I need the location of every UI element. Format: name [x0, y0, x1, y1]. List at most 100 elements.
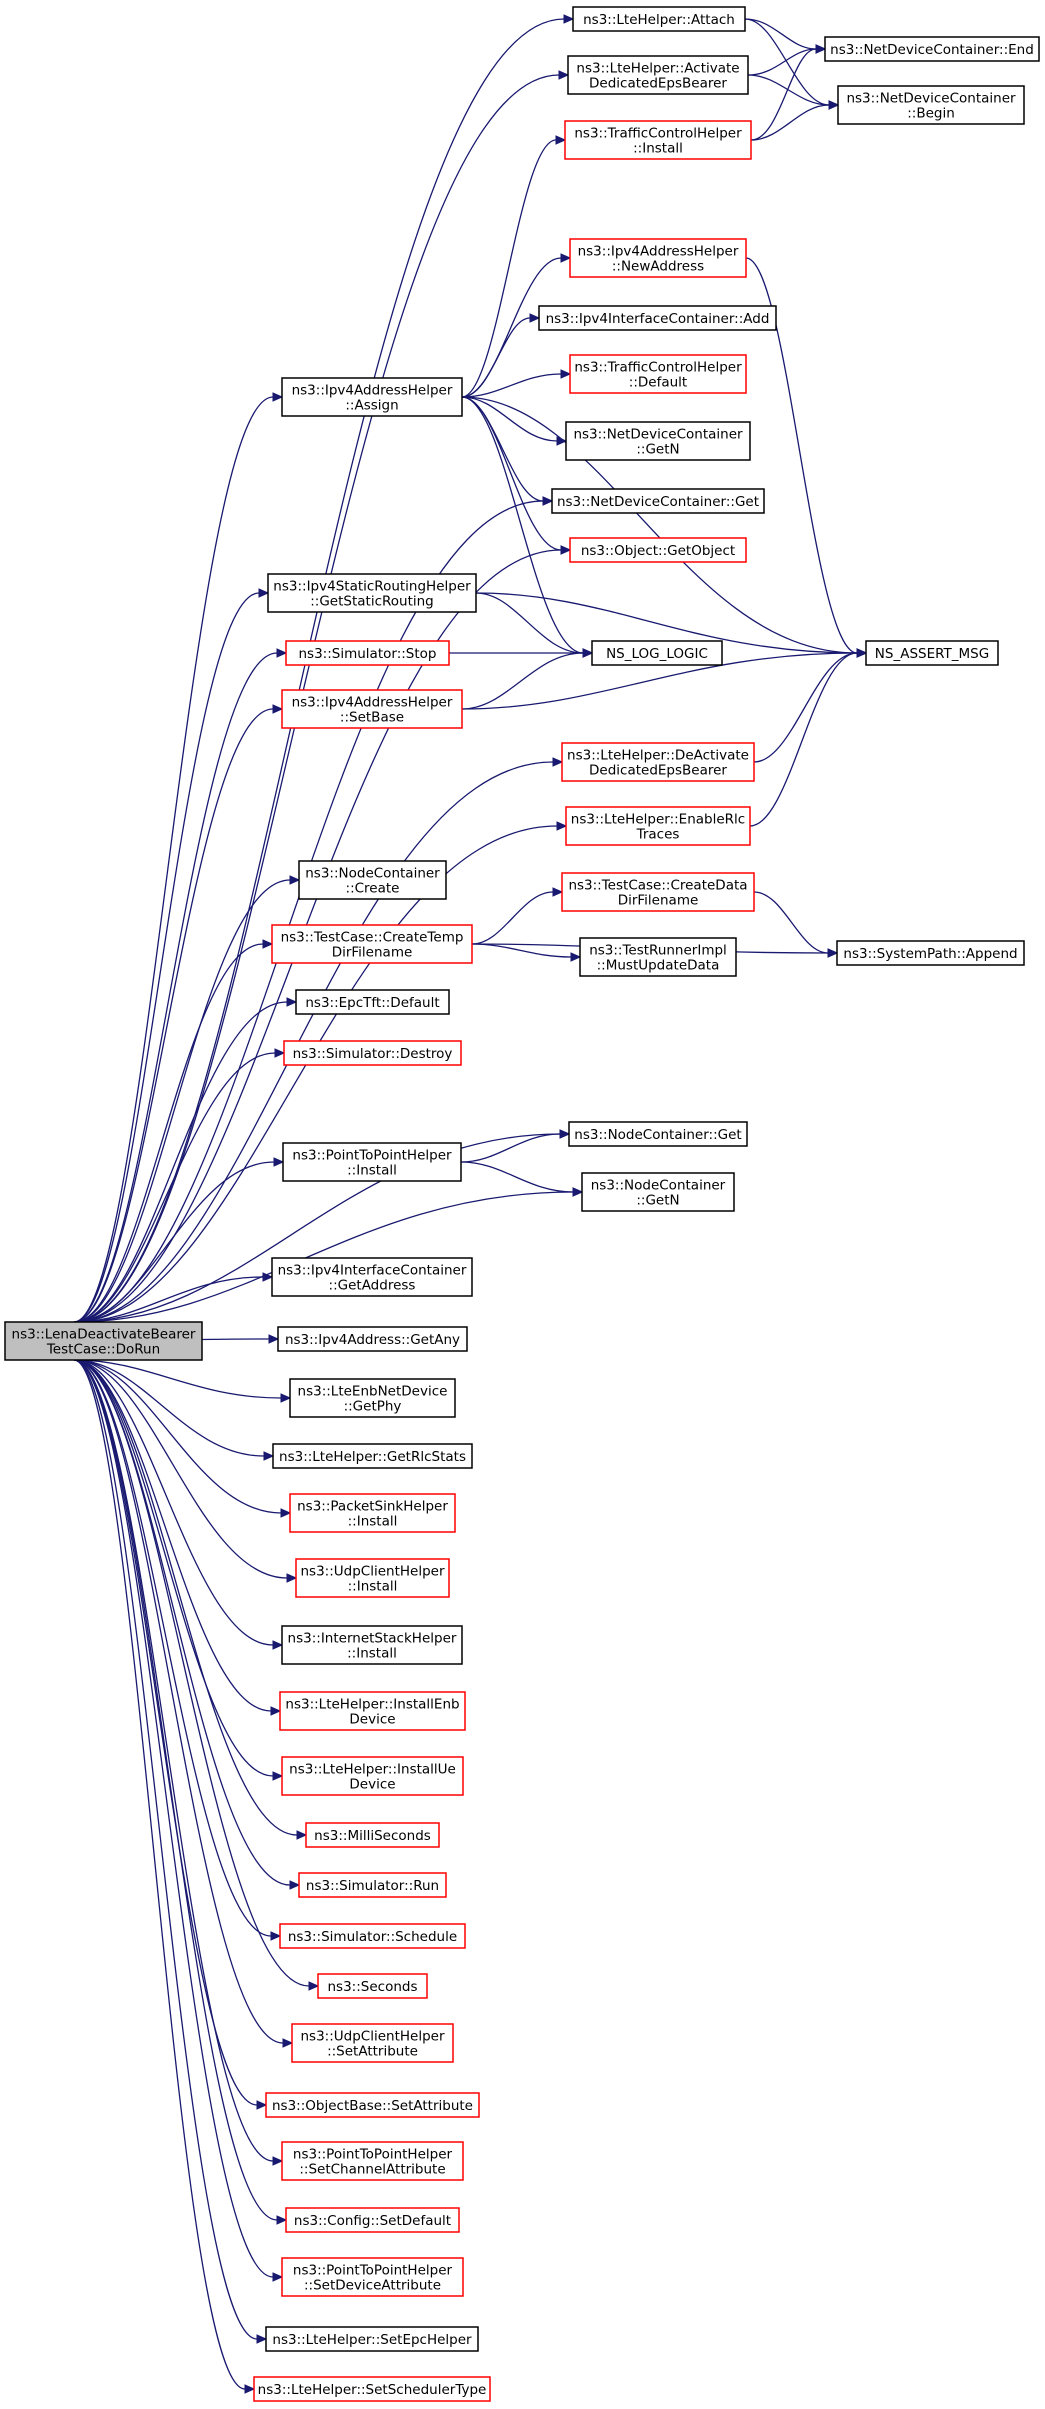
function-node-nc-get[interactable]: ns3::NodeContainer::Get — [568, 1121, 748, 1147]
function-node-nc-create[interactable]: ns3::NodeContainer::Create — [298, 860, 447, 900]
function-node-seconds[interactable]: ns3::Seconds — [317, 1973, 428, 1999]
call-edge-root-epctft_default — [73, 997, 298, 1323]
function-node-getphy[interactable]: ns3::LteEnbNetDevice::GetPhy — [289, 1378, 456, 1418]
function-node-setschedulertype[interactable]: ns3::LteHelper::SetSchedulerType — [253, 2376, 491, 2402]
function-node-sim-run[interactable]: ns3::Simulator::Run — [298, 1872, 447, 1898]
function-node-activate[interactable]: ns3::LteHelper::ActivateDedicatedEpsBear… — [567, 55, 749, 95]
function-node-ndc-getn[interactable]: ns3::NetDeviceContainer::GetN — [565, 421, 751, 461]
function-node-label: ::Install — [348, 1514, 398, 1530]
function-node-label: ns3::LteHelper::DeActivate — [567, 748, 749, 764]
function-node-attach[interactable]: ns3::LteHelper::Attach — [572, 6, 746, 32]
function-node-label: ns3::NodeContainer — [591, 1178, 726, 1194]
function-node-label: ns3::TrafficControlHelper — [574, 126, 742, 142]
function-node-label: ::Default — [629, 375, 687, 391]
function-node-tch-install[interactable]: ns3::TrafficControlHelper::Install — [564, 120, 752, 160]
function-node-label: ns3::Ipv4StaticRoutingHelper — [273, 579, 471, 595]
function-node-p2p-setchannel[interactable]: ns3::PointToPointHelper::SetChannelAttri… — [281, 2141, 464, 2181]
function-node-label: ns3::LteHelper::Activate — [576, 61, 739, 77]
function-node-nc-getn[interactable]: ns3::NodeContainer::GetN — [581, 1172, 735, 1212]
call-edge-ipv4_assign-getobject — [461, 396, 572, 555]
function-node-ndc-begin[interactable]: ns3::NetDeviceContainer::Begin — [837, 85, 1025, 125]
function-node-iic-add[interactable]: ns3::Ipv4InterfaceContainer::Add — [538, 305, 777, 331]
function-node-getobject[interactable]: ns3::Object::GetObject — [569, 537, 747, 563]
function-node-label: NS_ASSERT_MSG — [875, 646, 989, 662]
function-node-label: ns3::TrafficControlHelper — [574, 360, 742, 376]
function-node-log-logic[interactable]: NS_LOG_LOGIC — [591, 640, 723, 666]
function-node-sim-stop[interactable]: ns3::Simulator::Stop — [285, 640, 450, 666]
function-node-label: ns3::ObjectBase::SetAttribute — [272, 2098, 473, 2114]
function-node-uch-install[interactable]: ns3::UdpClientHelper::Install — [295, 1558, 450, 1598]
function-node-iic-getaddress[interactable]: ns3::Ipv4InterfaceContainer::GetAddress — [271, 1257, 473, 1297]
function-node-label: DedicatedEpsBearer — [589, 763, 727, 779]
function-node-ndc-end[interactable]: ns3::NetDeviceContainer::End — [824, 36, 1040, 62]
function-node-label: ::SetBase — [340, 710, 404, 726]
function-node-deactivate[interactable]: ns3::LteHelper::DeActivateDedicatedEpsBe… — [561, 742, 755, 782]
function-node-newaddress[interactable]: ns3::Ipv4AddressHelper::NewAddress — [569, 238, 747, 278]
function-node-label: ::Install — [348, 1579, 398, 1595]
function-node-label: ns3::Ipv4AddressHelper — [578, 244, 739, 260]
call-edge-root-getstaticrouting — [73, 588, 270, 1323]
call-edge-root-p2p_setchannel — [73, 1359, 284, 2166]
function-node-sim-schedule[interactable]: ns3::Simulator::Schedule — [279, 1923, 466, 1949]
function-node-milliseconds[interactable]: ns3::MilliSeconds — [305, 1822, 440, 1848]
function-node-ish-install[interactable]: ns3::InternetStackHelper::Install — [281, 1625, 463, 1665]
function-node-setbase[interactable]: ns3::Ipv4AddressHelper::SetBase — [281, 689, 463, 729]
function-node-sim-destroy[interactable]: ns3::Simulator::Destroy — [283, 1040, 462, 1066]
function-node-label: ::GetAddress — [329, 1278, 416, 1294]
function-node-config-setdefault[interactable]: ns3::Config::SetDefault — [285, 2207, 460, 2233]
function-node-p2p-setdevice[interactable]: ns3::PointToPointHelper::SetDeviceAttrib… — [281, 2257, 464, 2297]
function-node-label: ns3::Ipv4InterfaceContainer::Add — [546, 311, 770, 327]
function-node-label: ns3::PointToPointHelper — [293, 2263, 453, 2279]
call-edge-root-ipv4_assign — [73, 392, 284, 1323]
function-node-label: ns3::PointToPointHelper — [292, 1148, 452, 1164]
call-edge-setbase-log_logic — [461, 648, 594, 710]
function-node-label: ns3::LteHelper::SetSchedulerType — [258, 2382, 487, 2398]
function-node-uch-setattr[interactable]: ns3::UdpClientHelper::SetAttribute — [291, 2023, 454, 2063]
function-node-getany[interactable]: ns3::Ipv4Address::GetAny — [277, 1326, 468, 1352]
call-edge-root-ish_install — [73, 1359, 284, 1650]
function-node-label: ::Install — [347, 1163, 397, 1179]
call-edge-root-nc_create — [73, 875, 301, 1323]
function-node-label: ns3::LteHelper::InstallEnb — [285, 1697, 459, 1713]
function-node-setepchelper[interactable]: ns3::LteHelper::SetEpcHelper — [265, 2326, 479, 2352]
call-edge-root-milliseconds — [73, 1359, 308, 1840]
call-edge-root-p2p_setdevice — [73, 1359, 284, 2282]
function-node-label: ns3::Seconds — [328, 1979, 418, 1995]
function-node-label: ::NewAddress — [612, 259, 704, 275]
function-node-ipv4-assign[interactable]: ns3::Ipv4AddressHelper::Assign — [281, 377, 463, 417]
function-node-mustupdate[interactable]: ns3::TestRunnerImpl::MustUpdateData — [579, 937, 737, 977]
call-edge-createdata-append — [753, 891, 839, 958]
call-edge-tch_install-ndc_end — [750, 44, 827, 141]
function-node-epctft-default[interactable]: ns3::EpcTft::Default — [295, 989, 450, 1015]
function-node-label: ::SetDeviceAttribute — [304, 2278, 441, 2294]
function-node-getstaticrouting[interactable]: ns3::Ipv4StaticRoutingHelper::GetStaticR… — [267, 573, 477, 613]
function-node-label: ns3::UdpClientHelper — [300, 1564, 444, 1580]
call-edge-root-sim_stop — [73, 648, 288, 1323]
function-node-getrlcstats[interactable]: ns3::LteHelper::GetRlcStats — [272, 1443, 473, 1469]
function-node-label: ns3::NodeContainer — [305, 866, 440, 882]
function-node-psh-install[interactable]: ns3::PacketSinkHelper::Install — [289, 1493, 456, 1533]
function-node-ndc-get[interactable]: ns3::NetDeviceContainer::Get — [551, 488, 765, 514]
function-node-ob-setattr[interactable]: ns3::ObjectBase::SetAttribute — [265, 2092, 480, 2118]
function-node-label: ::GetPhy — [344, 1399, 402, 1415]
call-edge-root-createtemp — [73, 939, 274, 1323]
function-node-p2p-install[interactable]: ns3::PointToPointHelper::Install — [282, 1142, 462, 1182]
function-node-label: ns3::NetDeviceContainer — [573, 427, 743, 443]
function-node-label: DirFilename — [618, 893, 699, 909]
function-node-label: ::MustUpdateData — [597, 958, 720, 974]
function-node-assert-msg[interactable]: NS_ASSERT_MSG — [865, 640, 999, 666]
call-edge-p2p_install-nc_getn — [460, 1161, 584, 1197]
function-node-label: ::Install — [347, 1646, 397, 1662]
call-edge-getstaticrouting-log_logic — [475, 592, 594, 658]
call-edge-enablerlc-assert_msg — [749, 648, 868, 827]
call-edge-p2p_install-nc_get — [460, 1129, 571, 1163]
call-edge-root-nc_getn — [73, 1187, 584, 1323]
function-node-tch-default[interactable]: ns3::TrafficControlHelper::Default — [569, 354, 747, 394]
function-node-append[interactable]: ns3::SystemPath::Append — [836, 940, 1025, 966]
